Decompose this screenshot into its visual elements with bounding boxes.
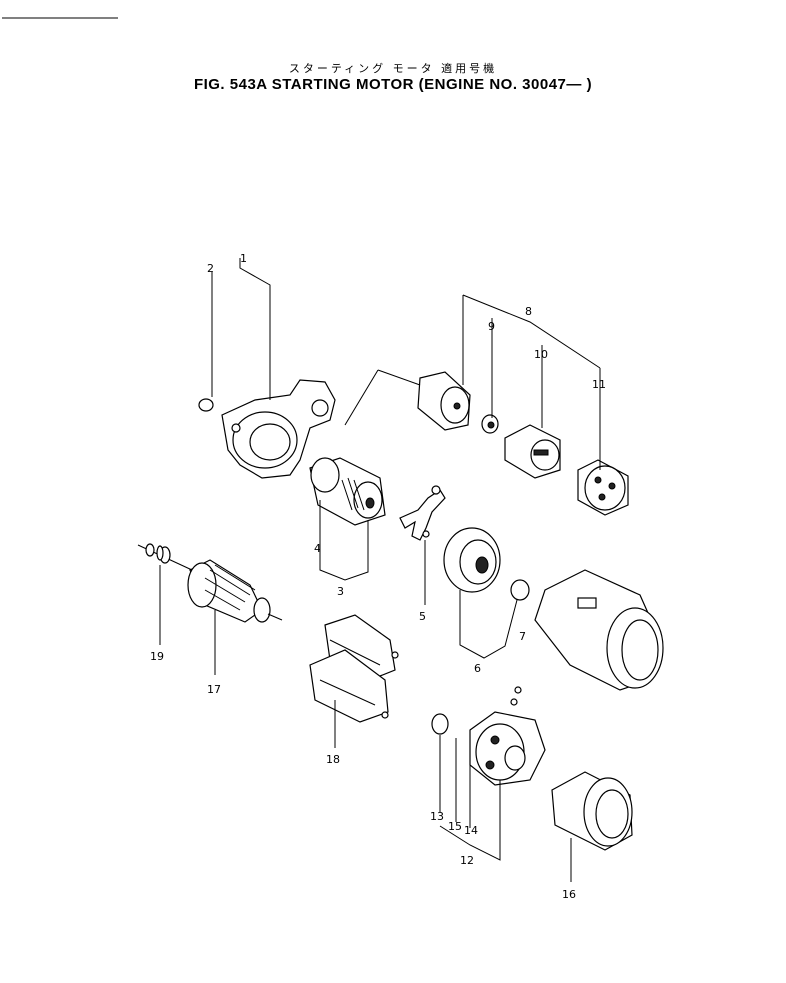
figure-title-japanese: スターティング モータ 適用号機 bbox=[288, 62, 498, 75]
callout-4: 4 bbox=[314, 542, 321, 555]
callout-13: 13 bbox=[430, 810, 444, 823]
callout-9: 9 bbox=[488, 320, 495, 333]
callout-18: 18 bbox=[326, 753, 340, 766]
callout-3: 3 bbox=[337, 585, 344, 598]
part-2-bushing bbox=[198, 398, 214, 412]
callout-2: 2 bbox=[207, 262, 214, 275]
callout-7: 7 bbox=[519, 630, 526, 643]
part-11-switch-cover bbox=[577, 459, 629, 516]
callout-14: 14 bbox=[464, 824, 478, 837]
callout-12: 12 bbox=[460, 854, 474, 867]
callout-11: 11 bbox=[592, 378, 606, 391]
callout-8: 8 bbox=[525, 305, 532, 318]
part-6-center-bracket bbox=[443, 527, 501, 593]
callout-17: 17 bbox=[207, 683, 221, 696]
callout-1: 1 bbox=[240, 252, 247, 265]
part-3-clutch-assembly bbox=[309, 457, 386, 526]
callout-10: 10 bbox=[534, 348, 548, 361]
part-10-contact-plate bbox=[504, 424, 561, 479]
callout-16: 16 bbox=[562, 888, 576, 901]
part-13-bushing bbox=[431, 713, 449, 735]
callout-15: 15 bbox=[448, 820, 462, 833]
leader-lines bbox=[159, 258, 601, 882]
figure-title: FIG. 543A STARTING MOTOR (ENGINE NO. 300… bbox=[193, 76, 593, 93]
part-5-shift-lever bbox=[399, 485, 446, 541]
part-1-drive-housing bbox=[221, 379, 336, 479]
part-12-rear-bracket bbox=[469, 686, 546, 786]
callout-6: 6 bbox=[474, 662, 481, 675]
part-19-washer bbox=[156, 545, 164, 561]
callout-5: 5 bbox=[419, 610, 426, 623]
part-17-armature bbox=[137, 543, 283, 623]
part-7-bushing bbox=[510, 579, 530, 601]
part-18-field-coil bbox=[309, 614, 399, 723]
yoke-frame bbox=[534, 569, 664, 691]
callout-labels: 1 2 3 4 5 6 7 8 9 10 11 12 13 14 15 16 1… bbox=[150, 252, 606, 901]
callout-19: 19 bbox=[150, 650, 164, 663]
part-16-rear-cover bbox=[551, 771, 633, 851]
part-8-magnetic-switch-body bbox=[417, 371, 471, 431]
